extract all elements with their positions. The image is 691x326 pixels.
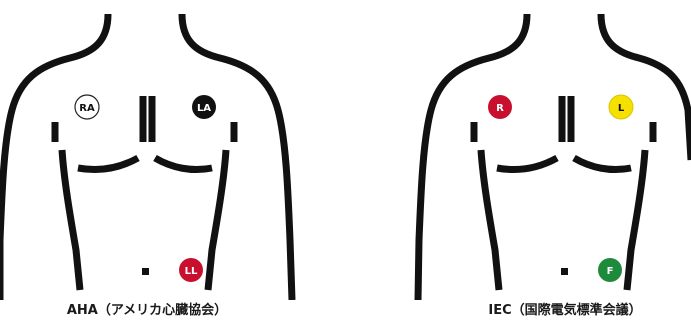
electrode-ll-label: LL: [185, 266, 198, 277]
electrode-f: F: [598, 258, 622, 282]
electrode-l-label: L: [618, 103, 625, 114]
electrode-f-label: F: [607, 266, 614, 277]
navel-mark: [142, 268, 149, 275]
electrode-r: R: [488, 95, 512, 119]
iec-diagram: R L F IEC（国際電気標準会議）: [400, 0, 691, 326]
torso-outline-iec: R L F: [400, 0, 691, 300]
navel-mark: [561, 268, 568, 275]
electrode-la: LA: [192, 95, 216, 119]
electrode-ra-label: RA: [79, 103, 95, 114]
electrode-r-label: R: [496, 103, 504, 114]
aha-caption: AHA（アメリカ心臓協会）: [17, 299, 277, 318]
torso-outline-aha: RA LA LL: [0, 0, 300, 300]
electrode-ra: RA: [75, 95, 99, 119]
electrode-l: L: [609, 95, 633, 119]
aha-diagram: RA LA LL AHA（アメリカ心臓協会）: [0, 0, 300, 326]
electrode-la-label: LA: [197, 103, 211, 114]
electrode-ll: LL: [179, 258, 203, 282]
iec-caption: IEC（国際電気標準会議）: [435, 299, 691, 318]
